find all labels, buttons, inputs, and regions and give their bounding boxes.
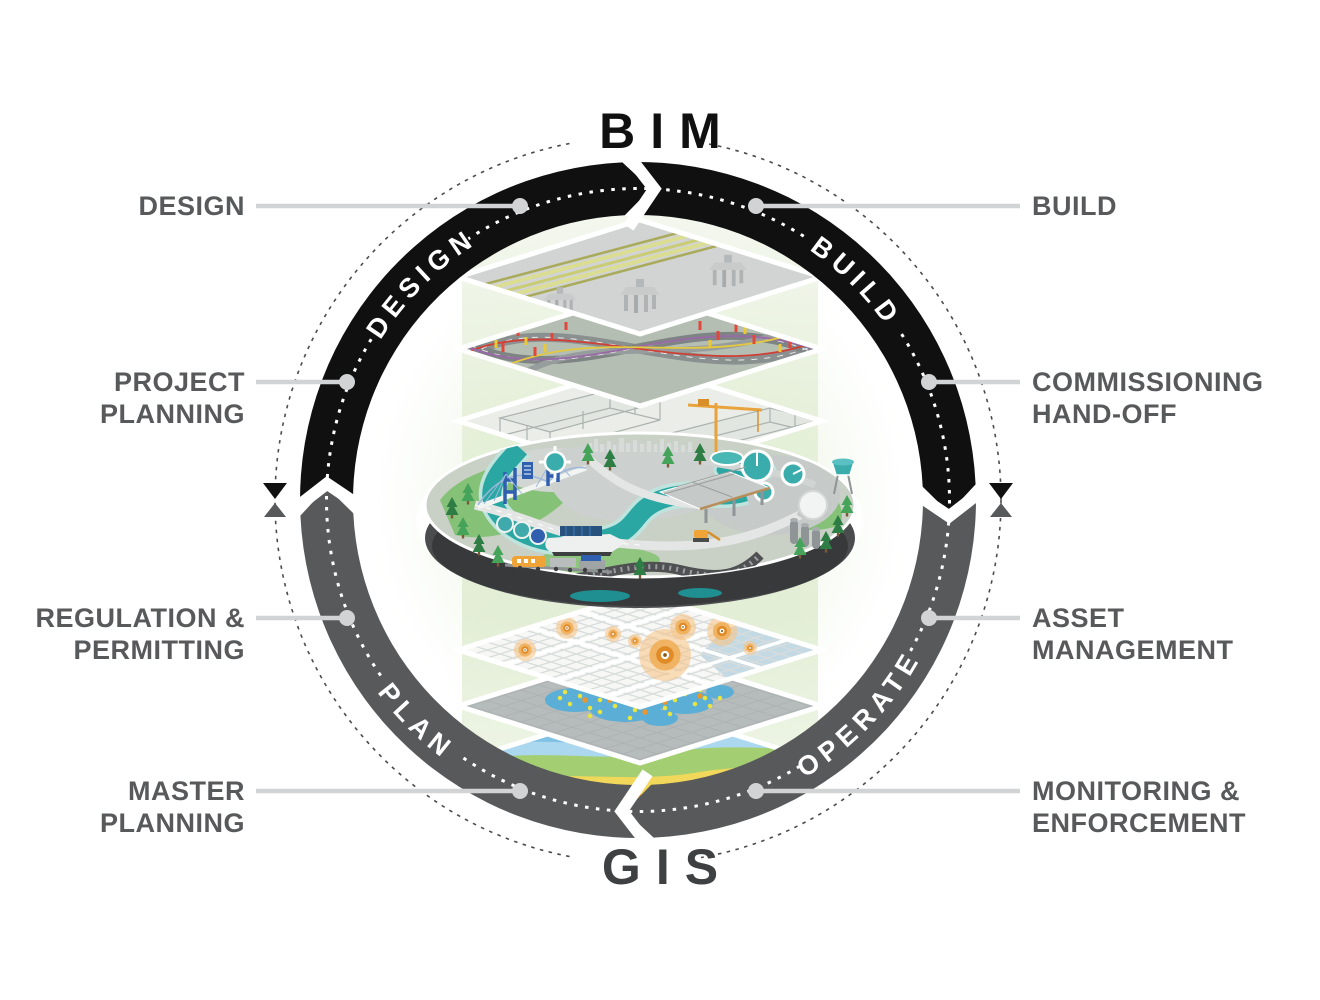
callout-commissioning: COMMISSIONING HAND-OFF xyxy=(1032,366,1320,430)
ring-dotted-guide xyxy=(325,187,951,813)
callout-design: DESIGN xyxy=(0,190,245,222)
title-mask-top xyxy=(569,107,707,172)
callout-master-planning-line2: PLANNING xyxy=(100,808,245,838)
callout-monitoring-line2: ENFORCEMENT xyxy=(1032,808,1246,838)
callout-master-planning: MASTER PLANNING xyxy=(0,775,245,839)
callout-design-line1: DESIGN xyxy=(138,191,245,221)
callout-commissioning-line1: COMMISSIONING xyxy=(1032,367,1264,397)
bim-gis-exchange-marker-right xyxy=(989,483,1013,517)
wordbg-design xyxy=(353,218,483,349)
storage-dome-and-pipes xyxy=(790,458,856,549)
construction-site xyxy=(658,399,772,542)
gis-title: GIS xyxy=(601,839,734,895)
airport-terminal xyxy=(522,446,571,479)
suspension-bridge xyxy=(477,452,587,510)
layer-utility-interchange-model xyxy=(449,289,831,409)
callout-monitoring-line1: MONITORING & xyxy=(1032,776,1240,806)
wordbg-plan xyxy=(362,664,474,776)
layer-proportional-symbol-map xyxy=(449,590,831,710)
callout-build: BUILD xyxy=(1032,190,1320,222)
bim-title: BIM xyxy=(599,103,736,159)
ring-segment-plan xyxy=(300,487,646,838)
water-treatment-tanks xyxy=(710,449,806,503)
callout-project-planning-line2: PLANNING xyxy=(100,399,245,429)
callout-regulation-line2: PERMITTING xyxy=(73,635,245,665)
wordbg-build xyxy=(796,219,919,342)
callout-build-line1: BUILD xyxy=(1032,191,1117,221)
callout-master-planning-line1: MASTER xyxy=(128,776,245,806)
callout-asset-line1: ASSET xyxy=(1032,603,1125,633)
callout-connectors xyxy=(256,203,1020,794)
wordbg-operate xyxy=(787,640,931,787)
skyline-silhouette xyxy=(588,438,692,452)
title-mask-bottom xyxy=(569,828,707,893)
ring-segment-design xyxy=(300,162,651,508)
callout-asset-line2: MANAGEMENT xyxy=(1032,635,1234,665)
callout-regulation: REGULATION & PERMITTING xyxy=(0,602,245,666)
ring-segment-build xyxy=(630,162,976,513)
callout-monitoring: MONITORING & ENFORCEMENT xyxy=(1032,775,1320,839)
city-island-illustration xyxy=(416,399,864,608)
callout-asset: ASSET MANAGEMENT xyxy=(1032,602,1320,666)
callout-project-planning: PROJECT PLANNING xyxy=(0,366,245,430)
callout-commissioning-line2: HAND-OFF xyxy=(1032,399,1177,429)
callout-anchor-dots xyxy=(339,198,937,799)
ring-gap-chevrons xyxy=(286,148,990,852)
port-area xyxy=(496,515,626,574)
callout-project-planning-line1: PROJECT xyxy=(113,367,245,397)
bim-gis-exchange-marker-left xyxy=(263,483,287,517)
callout-regulation-line1: REGULATION & xyxy=(35,603,245,633)
